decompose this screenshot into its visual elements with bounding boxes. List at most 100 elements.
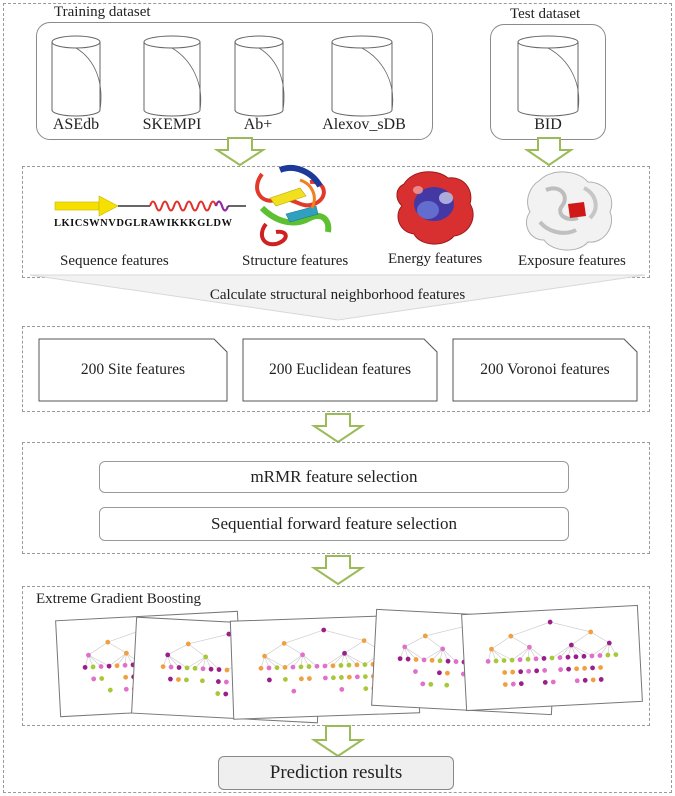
tree-node (517, 657, 523, 663)
tree-node (568, 642, 574, 648)
tree-node (581, 653, 587, 659)
mrmr-step: mRMR feature selection (99, 461, 569, 493)
tree-node (281, 641, 287, 646)
tree-node (363, 686, 369, 691)
feature-illustrations: LKICSWNVDGLRAWIKKKGLDW (54, 165, 613, 251)
tree-node (122, 662, 128, 668)
tree-node (267, 677, 272, 683)
tree-node (176, 677, 181, 682)
db-label-bid: BID (534, 116, 562, 133)
energy-illustration (396, 171, 474, 245)
tree-node (489, 646, 494, 652)
arrow-training-down (213, 137, 267, 167)
cylinder-asedb (51, 35, 102, 117)
tree-node (98, 664, 104, 669)
arrow-to-model (310, 555, 366, 586)
tree-node (445, 658, 451, 664)
tree-node (542, 679, 548, 685)
tree-node (588, 629, 594, 635)
tree-node (501, 658, 507, 663)
db-label-asedb: ASEdb (52, 116, 100, 133)
tree-node (223, 691, 229, 697)
tree-node (413, 657, 419, 662)
tree-node (123, 686, 129, 692)
tree-node (437, 658, 443, 664)
tree-node (86, 652, 91, 658)
tree-node (266, 665, 272, 671)
tree-node (534, 668, 540, 674)
cylinder-bid (517, 35, 580, 117)
tree-node (613, 652, 619, 658)
tree-node (338, 675, 344, 680)
tree-node (283, 676, 288, 682)
tree-node (322, 675, 328, 681)
tree-node (420, 681, 426, 687)
tree-node (91, 676, 97, 682)
tree-node (274, 665, 280, 671)
tree-node (298, 676, 304, 682)
sfs-step: Sequential forward feature selection (99, 507, 569, 541)
tree-node (606, 640, 612, 646)
tree-node (541, 656, 547, 661)
tree-node (550, 679, 556, 685)
tree-node (123, 674, 129, 680)
tree-node (542, 668, 548, 673)
tree-node (354, 662, 360, 668)
db-label-abplus: Ab+ (243, 116, 273, 133)
tree-node (314, 663, 320, 669)
neighborhood-panel (22, 326, 650, 412)
tree-node (605, 652, 611, 658)
tree-node (422, 633, 428, 639)
cylinder-alexov (331, 35, 394, 117)
voronoi-features-card: 200 Voronoi features (452, 338, 638, 402)
tree-node (321, 627, 327, 633)
tree-node (176, 665, 182, 670)
tree-node (330, 675, 336, 681)
tree-node (573, 654, 579, 660)
tree-node (444, 682, 450, 688)
tree-node (527, 644, 532, 650)
tree-node (165, 652, 171, 658)
energy-features-label: Energy features (388, 251, 483, 267)
tree-node (82, 664, 88, 670)
tree-node (290, 664, 296, 670)
tree-node (453, 659, 459, 664)
model-title: Extreme Gradient Boosting (36, 591, 201, 607)
tree-node (589, 653, 595, 659)
tree-node (300, 652, 305, 658)
euclidean-features-card: 200 Euclidean features (242, 338, 438, 402)
tree-node (226, 631, 232, 637)
voronoi-features-label: 200 Voronoi features (480, 361, 610, 378)
db-label-alexov: Alexov_sDB (322, 116, 406, 133)
tree-node (160, 664, 166, 670)
tree-node (262, 653, 267, 659)
sequence-features-label: Sequence features (60, 253, 169, 269)
tree-node (402, 644, 408, 650)
outer-frame (3, 3, 672, 793)
funnel-arrow (29, 274, 646, 321)
tree-node (224, 667, 230, 673)
tree-node (306, 664, 312, 669)
tree-node (354, 674, 360, 680)
tree-node (215, 691, 221, 696)
boosted-trees (55, 604, 643, 724)
tree-node (184, 677, 189, 683)
tree-node (598, 677, 604, 682)
tree-node (107, 687, 113, 693)
tree-node (574, 678, 580, 684)
tree-node (346, 662, 352, 668)
tree-node (168, 676, 173, 682)
tree-node (168, 664, 174, 670)
tree-node (509, 657, 515, 663)
sequence-illustration: LKICSWNVDGLRAWIKKKGLDW (54, 195, 246, 229)
tree-node (203, 654, 209, 660)
tree-node (223, 679, 229, 685)
tree-node (106, 663, 112, 669)
tree-node (298, 664, 304, 670)
tree-node (557, 655, 563, 660)
structure-features-label: Structure features (242, 253, 349, 269)
db-label-skempi: SKEMPI (142, 116, 202, 133)
tree-node (184, 665, 190, 671)
tree-node (598, 665, 603, 670)
prediction-results-box: Prediction results (218, 756, 454, 790)
